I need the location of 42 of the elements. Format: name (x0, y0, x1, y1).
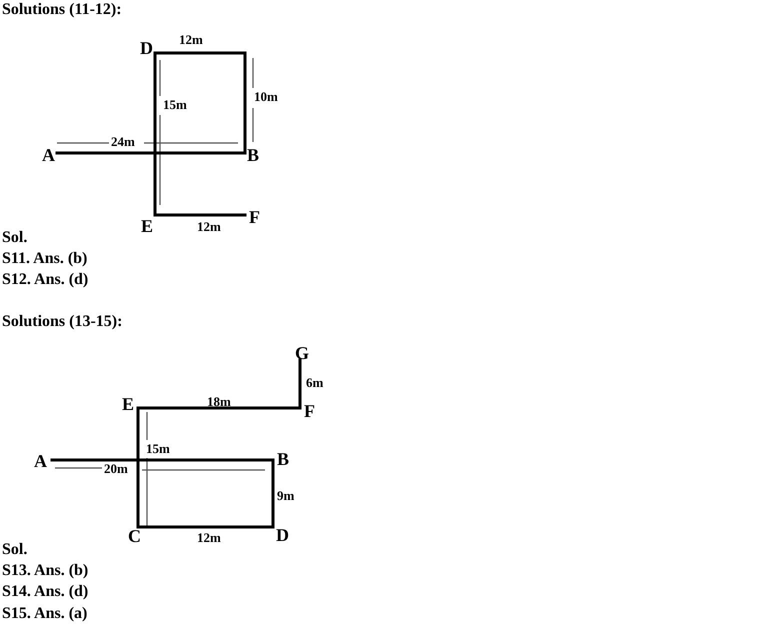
path-line (136, 526, 274, 528)
path-line (154, 52, 246, 154)
solution-text: S14. Ans. (d) (2, 582, 88, 602)
distance-label: 12m (197, 530, 221, 546)
distance-label: 15m (146, 441, 170, 457)
distance-label: 20m (104, 461, 128, 477)
path-line (298, 358, 302, 410)
path-line (56, 152, 246, 154)
distance-label: 10m (254, 89, 278, 105)
path-line (50, 458, 274, 462)
distance-label: 18m (207, 394, 231, 410)
solution-text: Sol. (2, 228, 28, 248)
point-label: B (247, 146, 260, 164)
point-label: E (122, 395, 134, 413)
distance-label: 15m (163, 97, 187, 113)
point-label: D (140, 39, 153, 57)
point-label: A (42, 146, 55, 164)
point-label: A (34, 452, 47, 470)
point-label: D (276, 526, 289, 544)
point-label: C (128, 527, 141, 545)
point-label: G (295, 344, 310, 362)
solution-text: S12. Ans. (d) (2, 270, 88, 290)
point-label: F (249, 208, 260, 226)
point-label: E (141, 217, 154, 235)
solution-text: Solutions (13-15): (2, 312, 122, 332)
solution-text: Sol. (2, 540, 28, 560)
solution-text: S13. Ans. (b) (2, 561, 88, 581)
solution-text: Solutions (11-12): (2, 0, 122, 20)
path-line (154, 52, 156, 216)
path-line (154, 214, 246, 216)
path-line (136, 406, 140, 528)
distance-label: 12m (197, 219, 221, 235)
solution-text: S11. Ans. (b) (2, 249, 88, 269)
distance-label: 9m (277, 488, 294, 504)
point-label: F (304, 402, 315, 420)
solution-text: S15. Ans. (a) (2, 604, 88, 624)
point-label: B (277, 450, 290, 468)
distance-label: 24m (111, 134, 135, 150)
distance-label: 6m (306, 375, 324, 391)
path-line (136, 406, 302, 410)
distance-label: 12m (179, 32, 203, 48)
path-line (272, 458, 274, 528)
